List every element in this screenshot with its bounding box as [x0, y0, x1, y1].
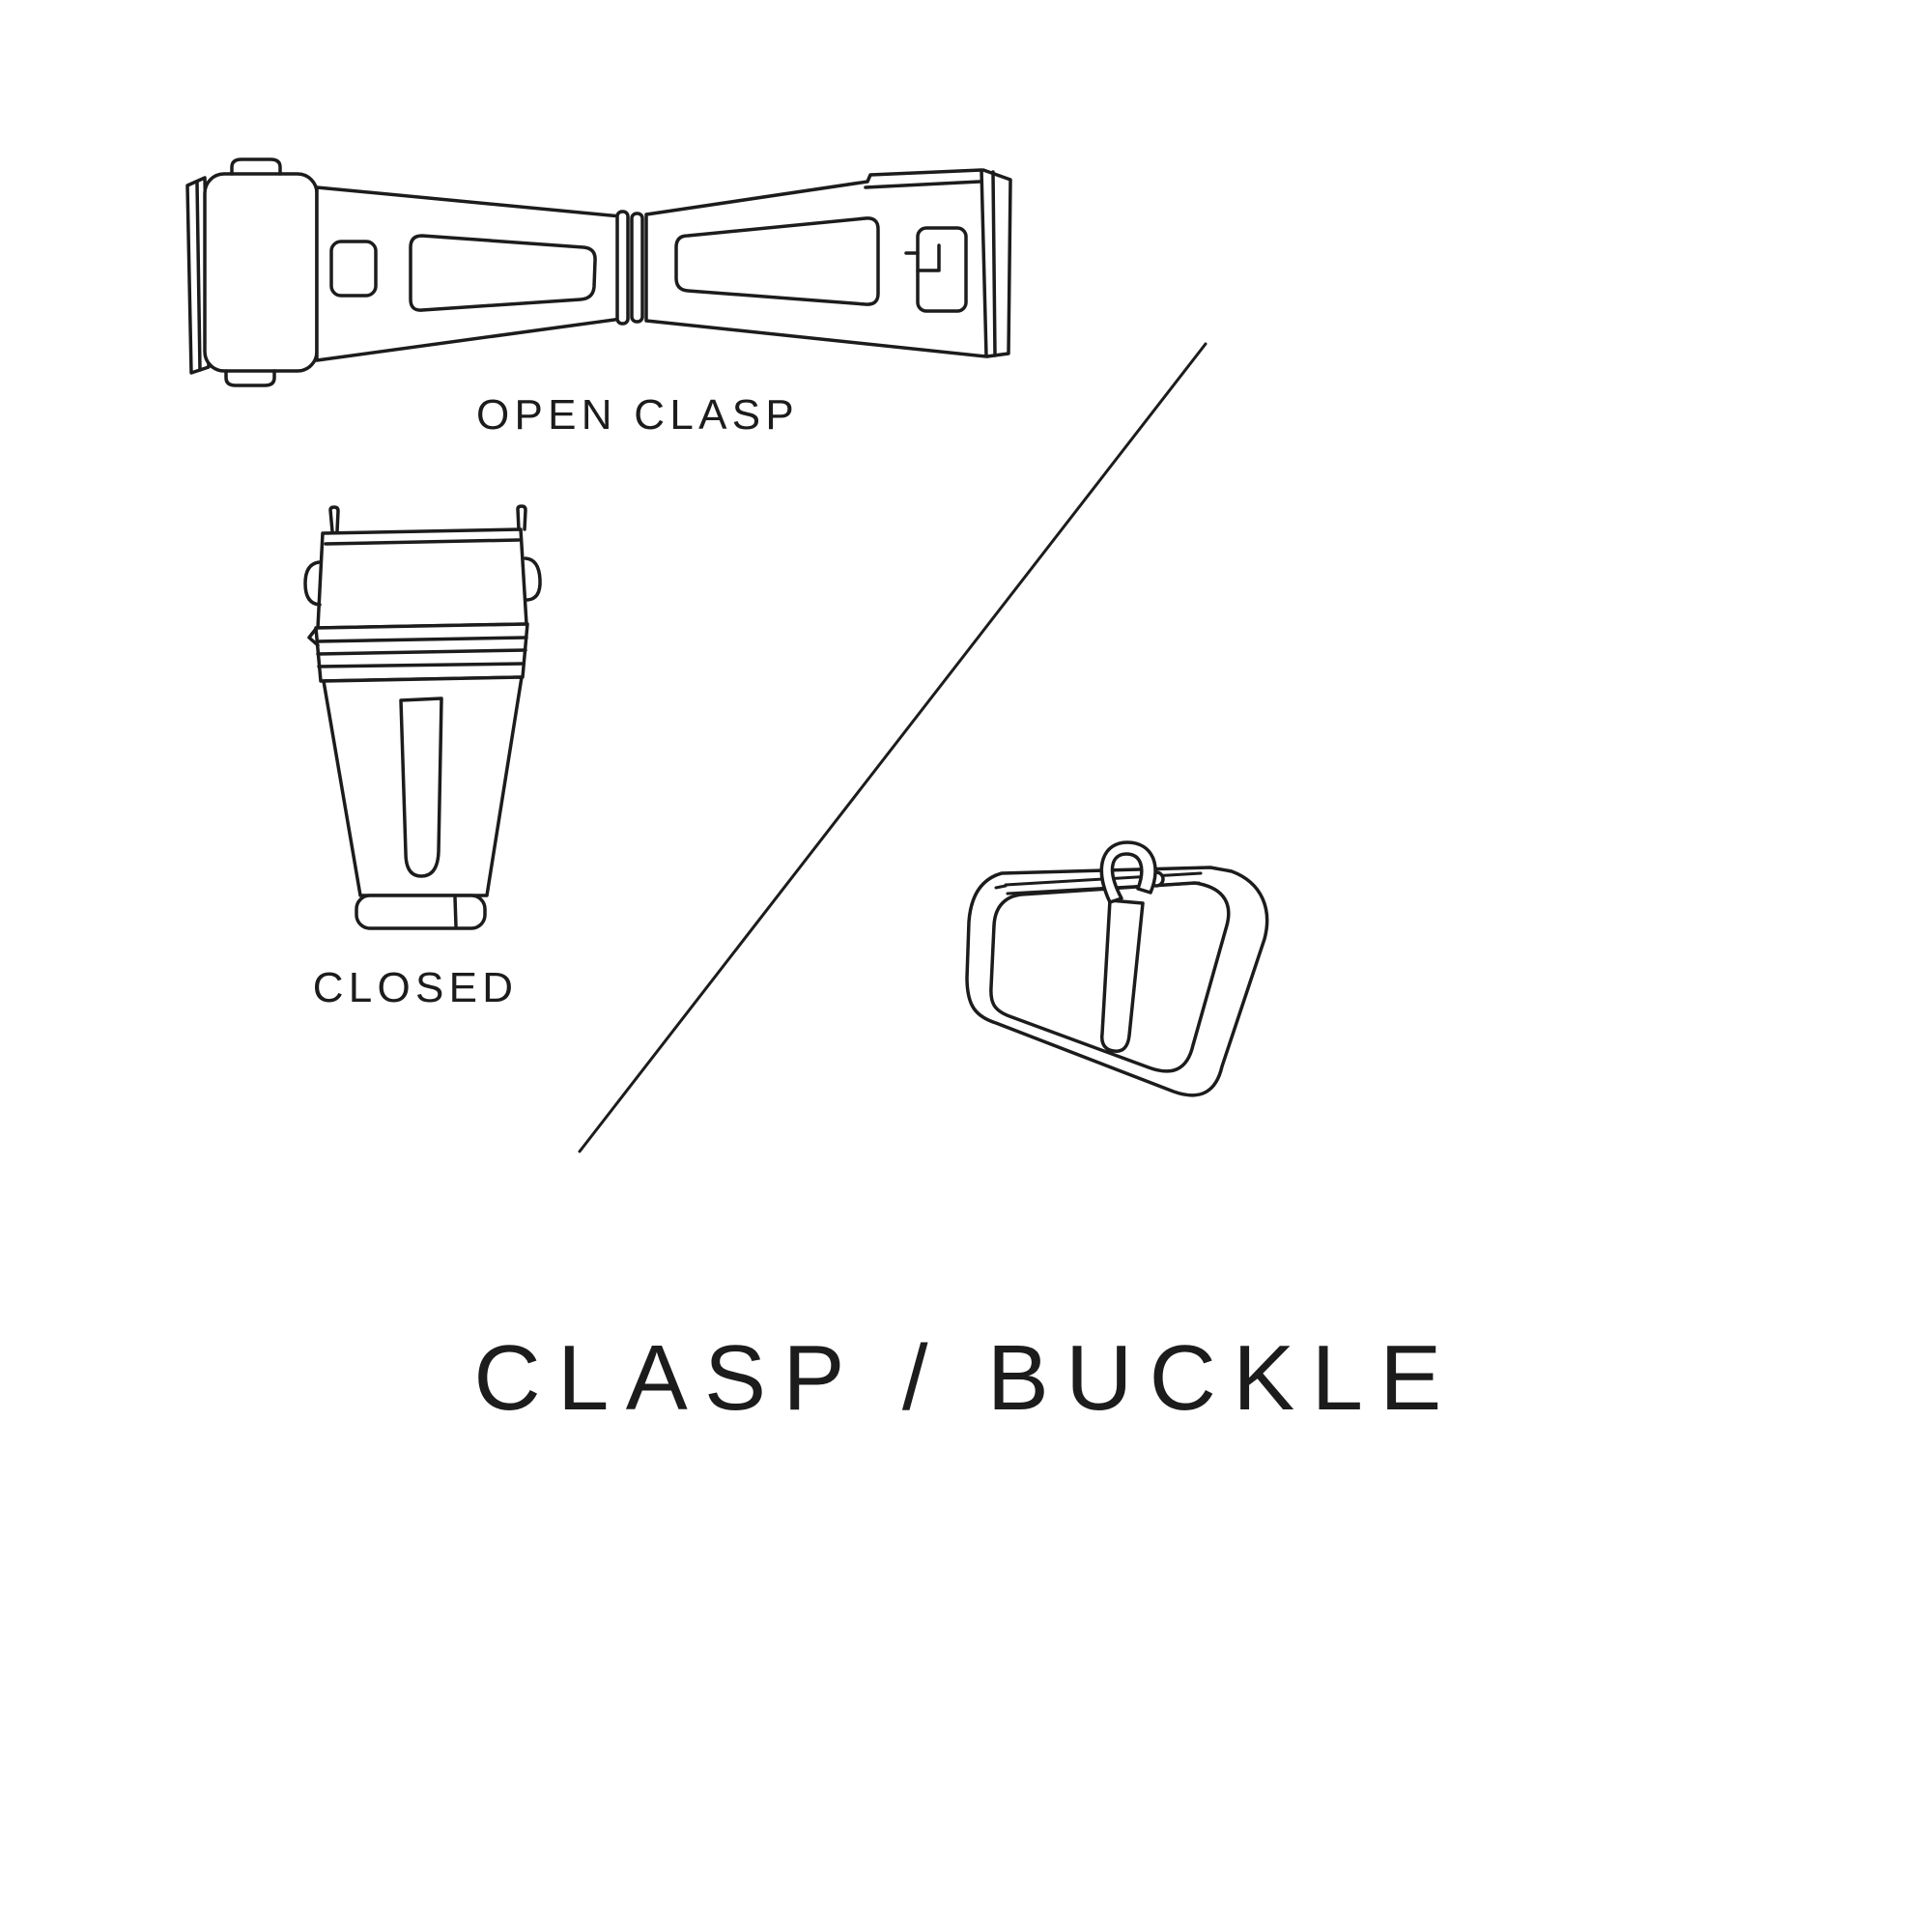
buckle-tongue [1099, 840, 1157, 1053]
closed-clasp-body [322, 675, 524, 930]
diagram-title: CLASP / BUCKLE [473, 1326, 1459, 1430]
clasp-hinge [615, 210, 644, 326]
open-clasp-label: OPEN CLASP [475, 391, 799, 439]
closed-clasp-springbar-tips [328, 504, 527, 533]
closed-clasp-illustration [303, 504, 542, 930]
clasp-left-arm [315, 185, 623, 362]
closed-clasp-label: CLOSED [312, 964, 519, 1011]
clasp-right-arm [644, 168, 988, 358]
clasp-left-cover [185, 157, 319, 387]
tang-buckle-illustration [965, 840, 1269, 1097]
clasp-right-endlink [981, 168, 1012, 358]
open-clasp-illustration [185, 157, 1012, 387]
